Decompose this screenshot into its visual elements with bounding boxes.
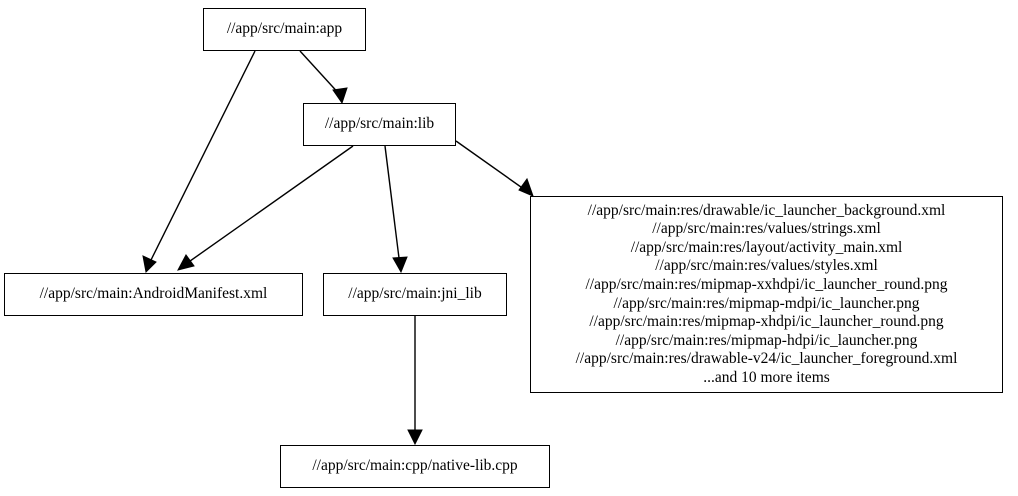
graph-edge-app-to-manifest [147,50,256,267]
graph-edge-lib-to-jni-lib [384,145,401,267]
graph-arrowhead-jni-lib-to-native-lib [407,429,423,446]
graph-arrowhead-lib-to-resources [518,177,534,197]
graph-arrowhead-app-to-manifest [142,255,157,274]
graph-arrowhead-lib-to-jni-lib [392,256,408,274]
graph-node-lib-label: //app/src/main:lib [324,115,435,133]
graph-node-native-lib[interactable]: //app/src/main:cpp/native-lib.cpp [280,445,550,488]
graph-node-jni-lib-label: //app/src/main:jni_lib [348,285,482,303]
graph-node-app[interactable]: //app/src/main:app [203,8,366,51]
graph-edge-lib-to-manifest [182,145,354,267]
graph-node-resources[interactable]: //app/src/main:res/drawable/ic_launcher_… [530,196,1003,393]
graph-node-resources-label: //app/src/main:res/drawable/ic_launcher_… [575,201,958,386]
graph-node-android-manifest[interactable]: //app/src/main:AndroidManifest.xml [4,273,303,316]
graph-edge-lib-to-resources [455,140,529,193]
graph-arrowhead-app-to-lib [332,87,348,105]
graph-node-native-lib-label: //app/src/main:cpp/native-lib.cpp [312,457,518,475]
graph-node-app-label: //app/src/main:app [226,20,343,38]
graph-edge-app-to-lib [299,50,343,98]
graph-node-android-manifest-label: //app/src/main:AndroidManifest.xml [39,285,268,303]
graph-node-jni-lib[interactable]: //app/src/main:jni_lib [323,273,507,316]
graph-node-lib[interactable]: //app/src/main:lib [303,103,456,146]
graph-arrowhead-lib-to-manifest [177,254,195,271]
